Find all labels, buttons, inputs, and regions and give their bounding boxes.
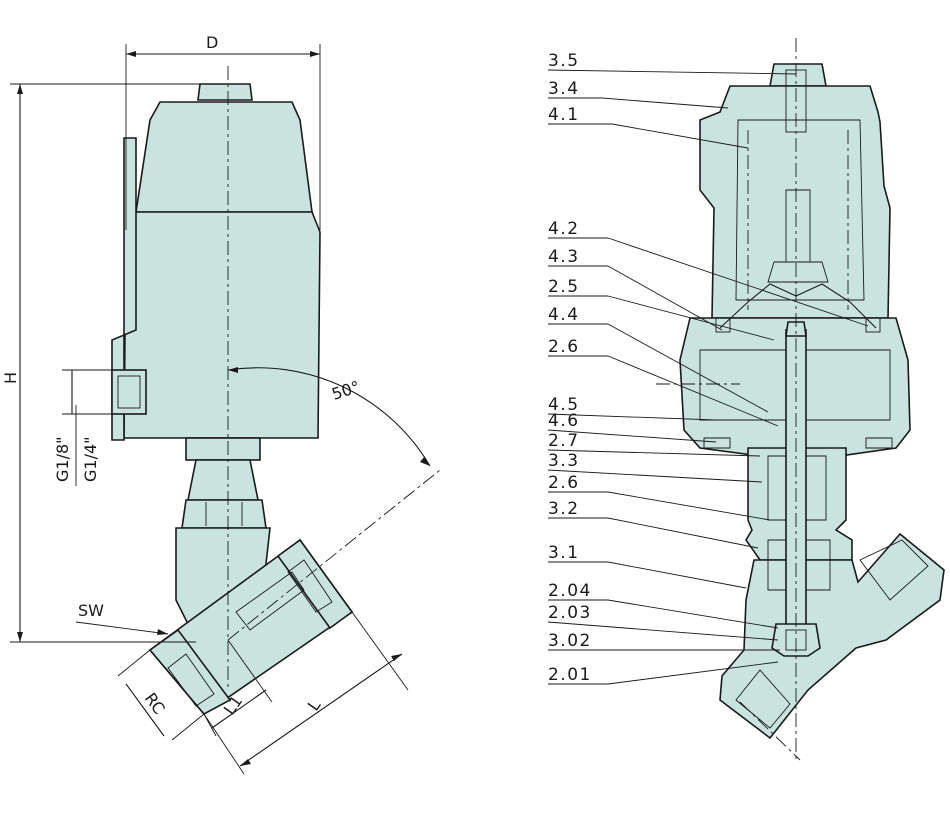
- svg-text:2.6: 2.6: [548, 337, 580, 357]
- callout-4-2: 4.2: [548, 219, 869, 327]
- dimension-l: L: [304, 696, 325, 714]
- svg-text:3.3: 3.3: [548, 451, 580, 471]
- svg-text:4.1: 4.1: [548, 105, 580, 125]
- section-top-boss: [769, 63, 827, 87]
- port-thread-g18: G1/8": [53, 436, 72, 482]
- dimension-sw: SW: [78, 601, 104, 620]
- svg-text:2.01: 2.01: [548, 665, 592, 685]
- section-valve-body: [719, 532, 945, 740]
- callout-2-03: 2.03: [547, 603, 779, 641]
- air-port-thread: [117, 375, 141, 409]
- svg-text:3.2: 3.2: [548, 499, 580, 519]
- dimension-h: H: [1, 372, 20, 384]
- hex-nut: [181, 499, 267, 529]
- svg-text:2.04: 2.04: [548, 581, 592, 601]
- air-port: [111, 369, 147, 415]
- callout-3-5: 3.5: [547, 51, 797, 75]
- angle-arc: [227, 367, 431, 467]
- callout-3-02: 3.02: [548, 631, 780, 651]
- callout-2-5: 2.5: [548, 277, 775, 341]
- callout-4-4: 4.4: [548, 305, 769, 413]
- svg-text:2.03: 2.03: [548, 603, 592, 623]
- callout-4-3: 4.3: [548, 247, 723, 331]
- external-view: D H G1/8" G1/4" 50° SW RC L1: [1, 33, 441, 775]
- svg-text:4.3: 4.3: [548, 247, 580, 267]
- callout-3-2: 3.2: [548, 499, 759, 549]
- svg-text:4.2: 4.2: [548, 219, 580, 239]
- actuator-cap: [135, 101, 313, 213]
- actuator-bottom-flange: [185, 437, 261, 461]
- angled-centerline: [227, 469, 441, 641]
- svg-text:3.5: 3.5: [548, 51, 580, 71]
- svg-text:3.1: 3.1: [548, 543, 580, 563]
- dimension-rc: RC: [141, 689, 169, 718]
- callout-3-1: 3.1: [548, 543, 747, 589]
- angle-label: 50°: [329, 377, 362, 404]
- callout-3-3: 3.3: [547, 451, 763, 483]
- valve-neck: [187, 459, 259, 501]
- callout-4-5: 4.5: [547, 395, 717, 421]
- svg-text:3.02: 3.02: [548, 631, 592, 651]
- svg-text:4.6: 4.6: [548, 411, 580, 431]
- callout-4-6: 4.6: [547, 411, 717, 443]
- section-view: [656, 38, 945, 761]
- callout-2-6-lower: 2.6: [548, 473, 771, 521]
- callout-2-6-upper: 2.6: [548, 337, 779, 427]
- svg-text:4.4: 4.4: [548, 305, 580, 325]
- svg-text:2.7: 2.7: [548, 431, 580, 451]
- actuator-side-rib: [111, 137, 137, 441]
- actuator-top-boss: [197, 83, 253, 101]
- actuator-housing: [123, 211, 321, 439]
- dimension-d: D: [206, 33, 218, 52]
- svg-text:2.6: 2.6: [548, 473, 580, 493]
- callout-2-04: 2.04: [548, 581, 779, 629]
- svg-text:2.5: 2.5: [548, 277, 580, 297]
- callout-2-01: 2.01: [548, 661, 779, 685]
- callout-2-7: 2.7: [547, 431, 761, 457]
- port-thread-g14: G1/4": [81, 436, 100, 482]
- svg-text:3.4: 3.4: [548, 79, 580, 99]
- callout-3-4: 3.4: [548, 79, 729, 109]
- callouts: 3.5 3.4 4.1 4.2 4.3 2.5 4.4: [547, 51, 869, 685]
- svg-text:4.5: 4.5: [548, 395, 580, 415]
- callout-4-1: 4.1: [548, 105, 749, 149]
